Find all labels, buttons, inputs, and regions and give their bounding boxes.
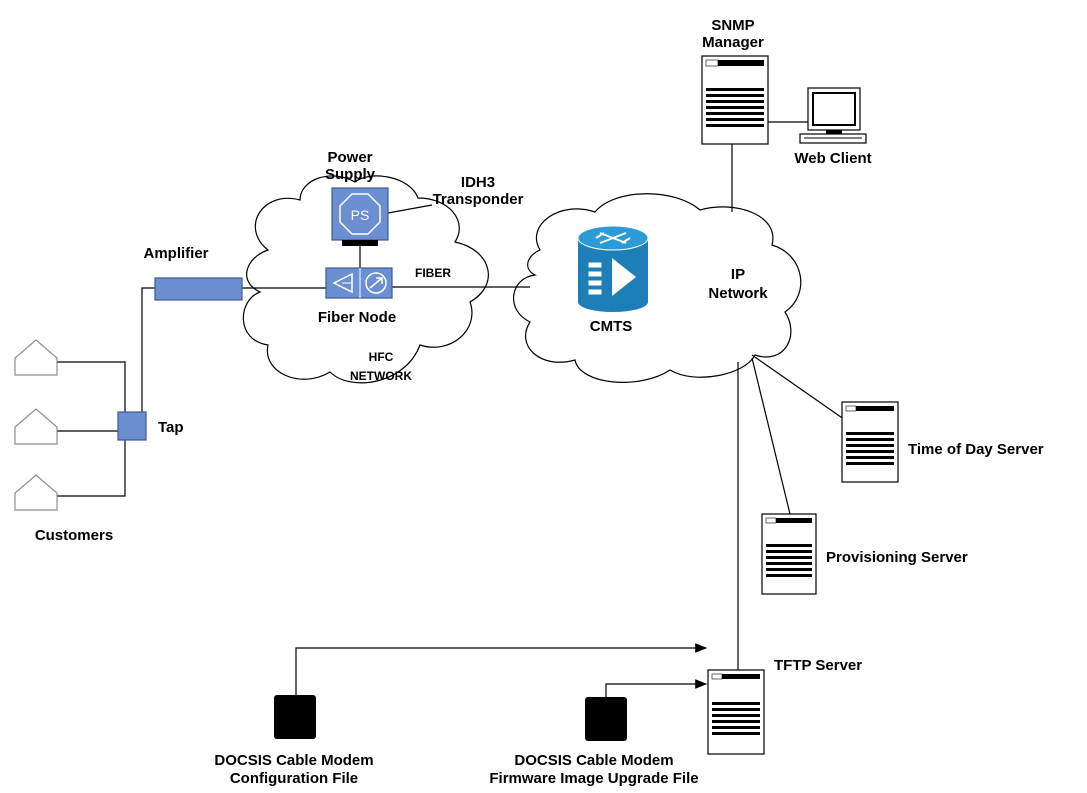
power-supply-icon: PS	[331, 187, 389, 246]
snmp-manager-label-1: SNMP	[711, 17, 754, 34]
ip-network-label-1: IP	[731, 266, 745, 283]
cmts-router-icon	[577, 225, 649, 312]
provisioning-server-icon	[761, 513, 817, 595]
web-client-computer-icon	[799, 87, 867, 144]
snmp-manager-server-icon	[701, 55, 769, 145]
firmware-file-label-1: DOCSIS Cable Modem	[514, 752, 673, 769]
customer-house-icon-1	[14, 339, 58, 376]
hfc-label-1: HFC	[369, 350, 394, 364]
idh3-label-2: Transponder	[433, 191, 524, 208]
power-supply-label-1: Power	[327, 149, 372, 166]
fiber-node-label: Fiber Node	[318, 309, 396, 326]
config-file-label-1: DOCSIS Cable Modem	[214, 752, 373, 769]
ps-icon-text: PS	[351, 207, 370, 223]
config-file-label-2: Configuration File	[230, 770, 358, 787]
tftp-server-label: TFTP Server	[774, 657, 862, 674]
time-of-day-server-label: Time of Day Server	[908, 441, 1044, 458]
tap-icon	[117, 411, 147, 441]
firmware-file-label-2: Firmware Image Upgrade File	[489, 770, 698, 787]
firmware-file-icon	[585, 697, 627, 741]
tftp-server-icon	[707, 669, 765, 755]
link-ip-timeofday	[751, 354, 849, 423]
idh3-label-1: IDH3	[461, 174, 495, 191]
link-amp-tap	[141, 287, 155, 412]
fiber-label: FIBER	[415, 266, 451, 280]
amplifier-label: Amplifier	[143, 245, 208, 262]
tap-label: Tap	[158, 419, 184, 436]
web-client-label: Web Client	[794, 150, 871, 167]
snmp-manager-label-2: Manager	[702, 34, 764, 51]
config-file-icon	[274, 695, 316, 739]
hfc-label-2: NETWORK	[350, 369, 412, 383]
customer-house-icon-2	[14, 408, 58, 445]
time-of-day-server-icon	[841, 401, 899, 483]
fiber-node-icon	[325, 267, 393, 299]
cmts-label: CMTS	[590, 318, 633, 335]
link-config-tftp	[295, 643, 708, 695]
customer-house-icon-3	[14, 474, 58, 511]
power-supply-label-2: Supply	[325, 166, 376, 183]
link-firmware-tftp	[605, 679, 708, 697]
ip-network-label-2: Network	[708, 285, 768, 302]
provisioning-server-label: Provisioning Server	[826, 549, 968, 566]
idh3-leader	[387, 204, 433, 214]
amplifier-icon	[154, 277, 243, 301]
link-ip-provisioning	[751, 357, 791, 515]
customers-label: Customers	[35, 527, 113, 544]
